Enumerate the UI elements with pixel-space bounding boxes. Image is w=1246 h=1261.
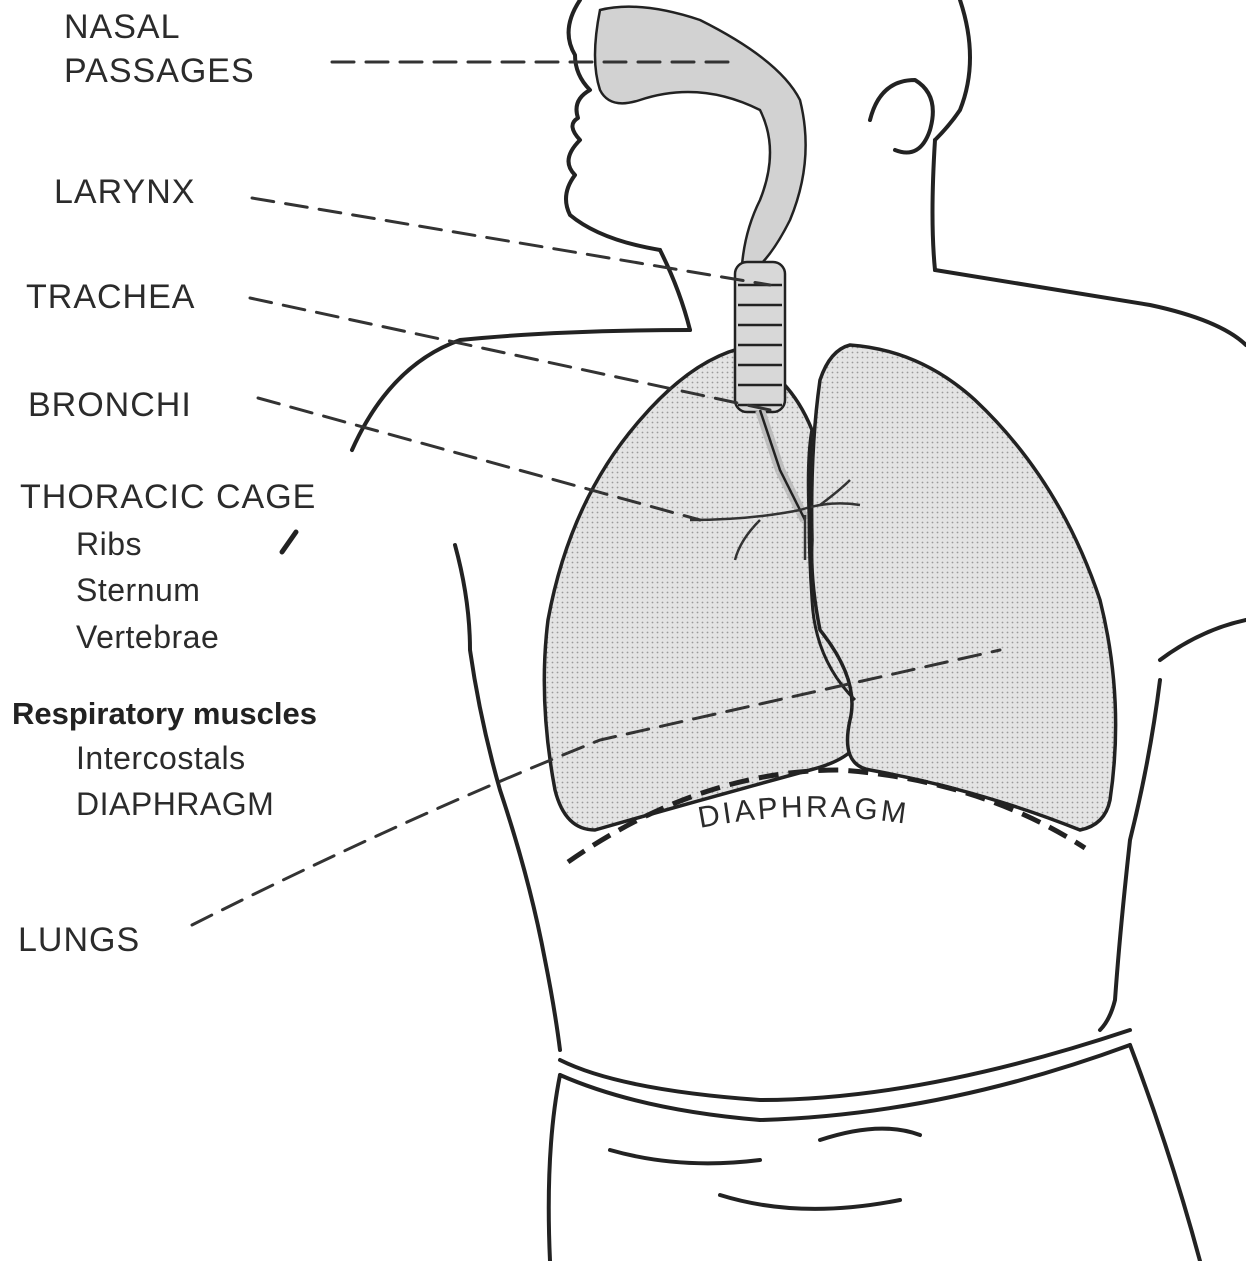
label-respiratory-muscles: Respiratory muscles [12,698,317,729]
label-ribs: Ribs [76,528,142,560]
tick-mark [282,532,296,552]
label-vertebrae: Vertebrae [76,621,219,653]
lungs [544,345,1115,830]
label-diaphragm: DIAPHRAGM [76,788,274,820]
airway [595,7,806,265]
label-nasal-line2: PASSAGES [64,54,255,88]
leader-larynx [252,198,770,285]
label-intercostals: Intercostals [76,742,246,774]
label-lungs: LUNGS [18,923,140,957]
label-bronchi: BRONCHI [28,388,192,422]
diaphragm-body-label: DIAPHRAGM [695,791,911,835]
label-trachea: TRACHEA [26,280,195,314]
label-larynx: LARYNX [54,175,195,209]
label-thoracic-cage: THORACIC CAGE [20,480,316,514]
right-lung [812,345,1116,830]
leader-trachea [250,298,770,410]
label-nasal-line1: NASAL [64,10,181,44]
label-sternum: Sternum [76,574,200,606]
